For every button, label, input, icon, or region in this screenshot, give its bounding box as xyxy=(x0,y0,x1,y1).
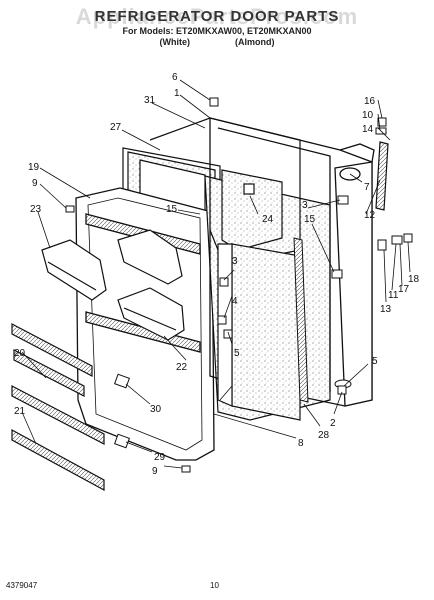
callout-24: 24 xyxy=(262,214,274,225)
shelf-bin xyxy=(117,287,185,341)
callout-5-left: 5 xyxy=(234,348,240,359)
callout-31: 31 xyxy=(144,95,156,106)
callout-8: 8 xyxy=(298,438,304,449)
shelf-clips xyxy=(114,373,130,449)
leader-lines xyxy=(21,79,411,469)
callout-15-right: 15 xyxy=(304,214,316,225)
color-almond-label: (Almond) xyxy=(235,37,275,47)
callout-6: 6 xyxy=(172,72,178,83)
callout-30: 30 xyxy=(150,404,162,415)
callout-7: 7 xyxy=(364,182,370,193)
door-trim-strips xyxy=(11,323,105,492)
callout-9-top: 9 xyxy=(32,178,38,189)
callout-3-left: 3 xyxy=(232,256,238,267)
callout-18: 18 xyxy=(408,274,420,285)
dairy-compartment-right xyxy=(117,229,183,285)
callout-5-right: 5 xyxy=(372,356,378,367)
page-number: 10 xyxy=(210,581,219,590)
door-frame-panel xyxy=(217,243,301,421)
callout-4: 4 xyxy=(232,296,238,307)
callout-27: 27 xyxy=(110,122,122,133)
callout-19: 19 xyxy=(28,162,40,173)
callout-13: 13 xyxy=(380,304,392,315)
document-number: 4379047 xyxy=(6,581,38,590)
callout-2: 2 xyxy=(330,418,336,429)
callout-12: 12 xyxy=(364,210,376,221)
dairy-compartment-left xyxy=(41,239,107,301)
callout-29: 29 xyxy=(154,452,166,463)
callout-labels: 6 1 31 27 19 9 23 15 24 3 16 10 14 7 3 1… xyxy=(14,72,420,477)
callout-28: 28 xyxy=(318,430,330,441)
callout-9-bottom: 9 xyxy=(152,466,158,477)
callout-21: 21 xyxy=(14,406,26,417)
hinge-pin-rod xyxy=(375,141,389,211)
color-legend: (White) (Almond) xyxy=(0,37,434,47)
callout-1: 1 xyxy=(174,88,180,99)
callout-15-left: 15 xyxy=(166,204,178,215)
color-white-label: (White) xyxy=(159,37,190,47)
callout-20: 20 xyxy=(14,348,26,359)
callout-17: 17 xyxy=(398,284,410,295)
callout-23: 23 xyxy=(30,204,42,215)
model-numbers: For Models: ET20MKXAW00, ET20MKXAN00 xyxy=(122,26,312,36)
watermark: AppliancePartsPros.com xyxy=(75,4,359,29)
door-seal-strip xyxy=(293,237,309,403)
callout-11: 11 xyxy=(388,290,399,301)
callout-10: 10 xyxy=(362,110,374,121)
callout-22: 22 xyxy=(176,362,188,373)
hinge-hardware xyxy=(65,97,413,473)
callout-14: 14 xyxy=(362,124,374,135)
outer-door-panel xyxy=(209,117,375,407)
callout-16: 16 xyxy=(364,96,376,107)
diagram-title: REFRIGERATOR DOOR PARTS xyxy=(94,8,340,25)
callout-3-right: 3 xyxy=(302,200,308,211)
